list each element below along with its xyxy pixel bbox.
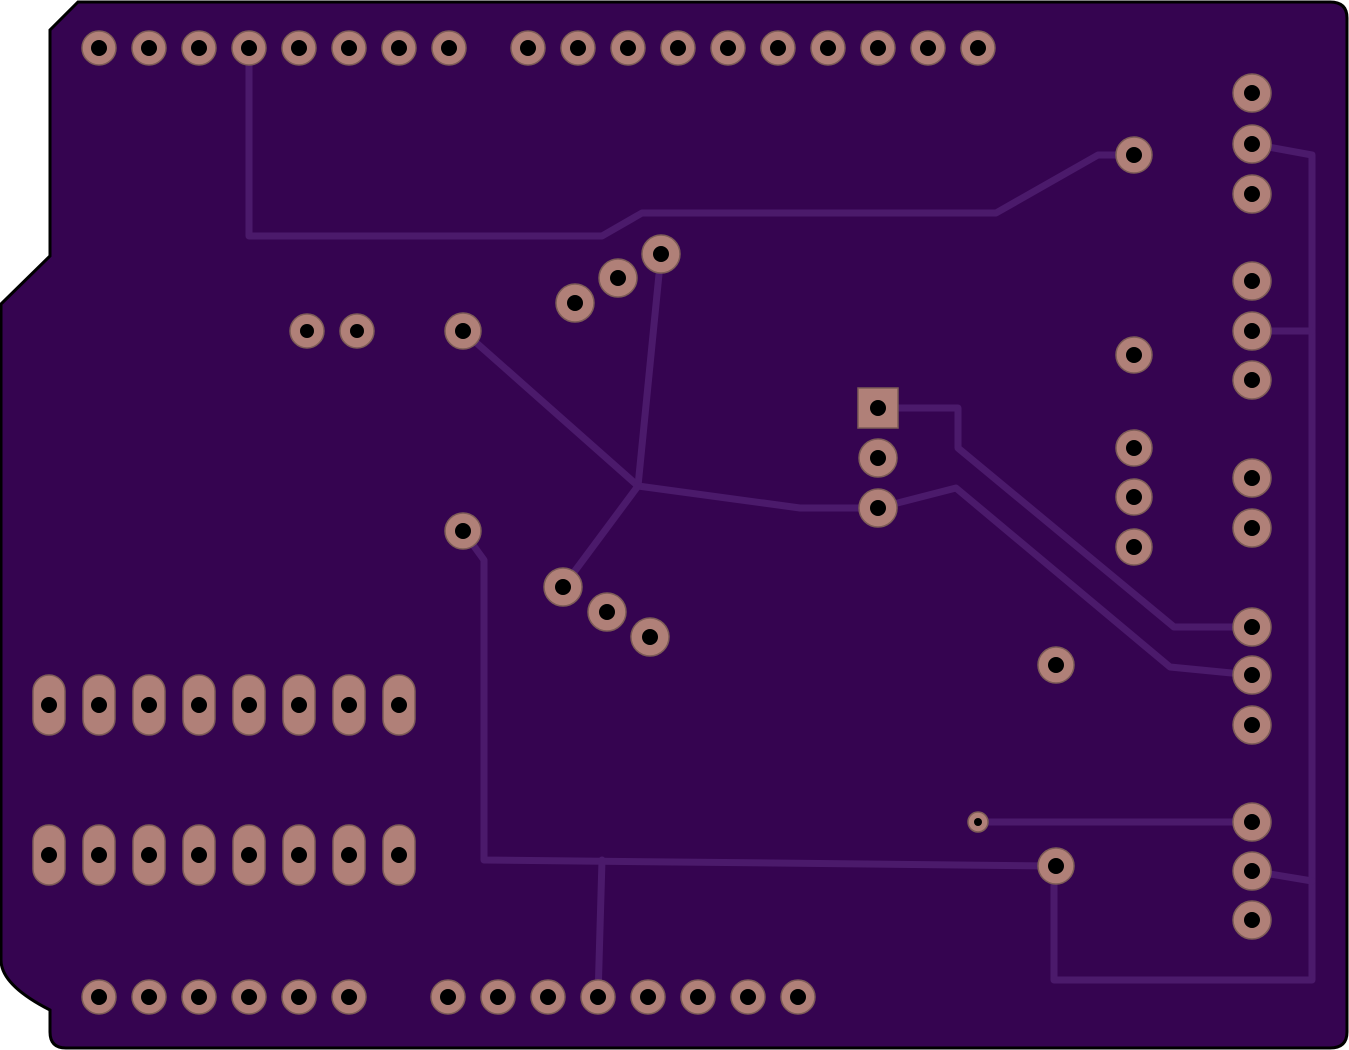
header-pin-bottom-right [680, 979, 716, 1015]
trace [559, 482, 642, 591]
trace [459, 327, 882, 512]
header-pin-bottom-left [231, 979, 267, 1015]
right-column-pin [1232, 311, 1272, 351]
header-pin-top-left [131, 30, 167, 66]
dip-pad-lower [182, 824, 216, 886]
header-pin-bottom-left [81, 979, 117, 1015]
right-column-pin [1232, 261, 1272, 301]
dip-pad-upper [382, 674, 416, 736]
pad [1037, 847, 1075, 885]
right-column-pin [1232, 73, 1272, 113]
pad [289, 313, 325, 349]
connector-square-pad [857, 387, 899, 429]
dip-pad-upper [232, 674, 266, 736]
right-column-pin [1232, 360, 1272, 400]
pad [1115, 336, 1153, 374]
header-pin-top-right [560, 30, 596, 66]
transistor-pad-lower [587, 592, 627, 632]
transistor-pad-upper [598, 258, 638, 298]
header-pin-bottom-left [181, 979, 217, 1015]
right-column-pin [1232, 124, 1272, 164]
header-pin-bottom-right [580, 979, 616, 1015]
header-pin-top-right [860, 30, 896, 66]
header-pin-top-left [231, 30, 267, 66]
right-column-pin [1232, 705, 1272, 745]
header-pin-top-left [181, 30, 217, 66]
right-column-pin [1232, 458, 1272, 498]
right-column-pin [1232, 655, 1272, 695]
dip-pad-upper [182, 674, 216, 736]
header-pin-top-right [760, 30, 796, 66]
pad [1115, 528, 1153, 566]
pad [444, 312, 482, 350]
dip-pad-lower [332, 824, 366, 886]
trace [594, 856, 606, 1001]
header-pin-bottom-left [281, 979, 317, 1015]
transistor-pad-upper [555, 283, 595, 323]
dip-pad-upper [132, 674, 166, 736]
transistor-pad-lower [630, 617, 670, 657]
right-column-pin [1232, 851, 1272, 891]
trace [1050, 140, 1316, 984]
header-pin-bottom-right [780, 979, 816, 1015]
dip-pad-lower [32, 824, 66, 886]
header-pin-top-right [610, 30, 646, 66]
trace [245, 44, 1138, 240]
transistor-pad-upper [641, 234, 681, 274]
trace [634, 250, 665, 490]
right-column-pin [1232, 508, 1272, 548]
pads-layer [32, 30, 1272, 1015]
pad [1115, 478, 1153, 516]
header-pin-bottom-right [630, 979, 666, 1015]
right-column-pin [1232, 607, 1272, 647]
right-column-pin [1232, 174, 1272, 214]
trace [874, 484, 1256, 679]
dip-pad-lower [82, 824, 116, 886]
header-pin-top-right [910, 30, 946, 66]
header-pin-bottom-right [480, 979, 516, 1015]
header-pin-top-right [510, 30, 546, 66]
pad [339, 313, 375, 349]
header-pin-top-left [381, 30, 417, 66]
header-pin-top-left [331, 30, 367, 66]
dip-pad-upper [332, 674, 366, 736]
pad [1115, 136, 1153, 174]
copper-traces [245, 44, 1316, 1001]
transistor-pad-lower [543, 567, 583, 607]
dip-pad-upper [282, 674, 316, 736]
dip-pad-lower [232, 824, 266, 886]
header-pin-top-right [660, 30, 696, 66]
header-pin-bottom-left [331, 979, 367, 1015]
via [967, 811, 989, 833]
pad [1037, 646, 1075, 684]
dip-pad-lower [382, 824, 416, 886]
dip-pad-lower [132, 824, 166, 886]
dip-pad-upper [82, 674, 116, 736]
header-pin-top-left [431, 30, 467, 66]
header-pin-top-right [810, 30, 846, 66]
header-pin-top-left [281, 30, 317, 66]
pad [444, 512, 482, 550]
header-pin-bottom-right [430, 979, 466, 1015]
right-column-pin [1232, 802, 1272, 842]
header-pin-top-left [81, 30, 117, 66]
header-pin-top-right [710, 30, 746, 66]
header-pin-top-right [960, 30, 996, 66]
right-column-pin [1232, 900, 1272, 940]
connector-pad [858, 438, 898, 478]
dip-pad-upper [32, 674, 66, 736]
header-pin-bottom-left [131, 979, 167, 1015]
header-pin-bottom-right [530, 979, 566, 1015]
trace [874, 404, 1256, 631]
dip-pad-lower [282, 824, 316, 886]
pad [1115, 429, 1153, 467]
connector-pad [858, 488, 898, 528]
header-pin-bottom-right [730, 979, 766, 1015]
